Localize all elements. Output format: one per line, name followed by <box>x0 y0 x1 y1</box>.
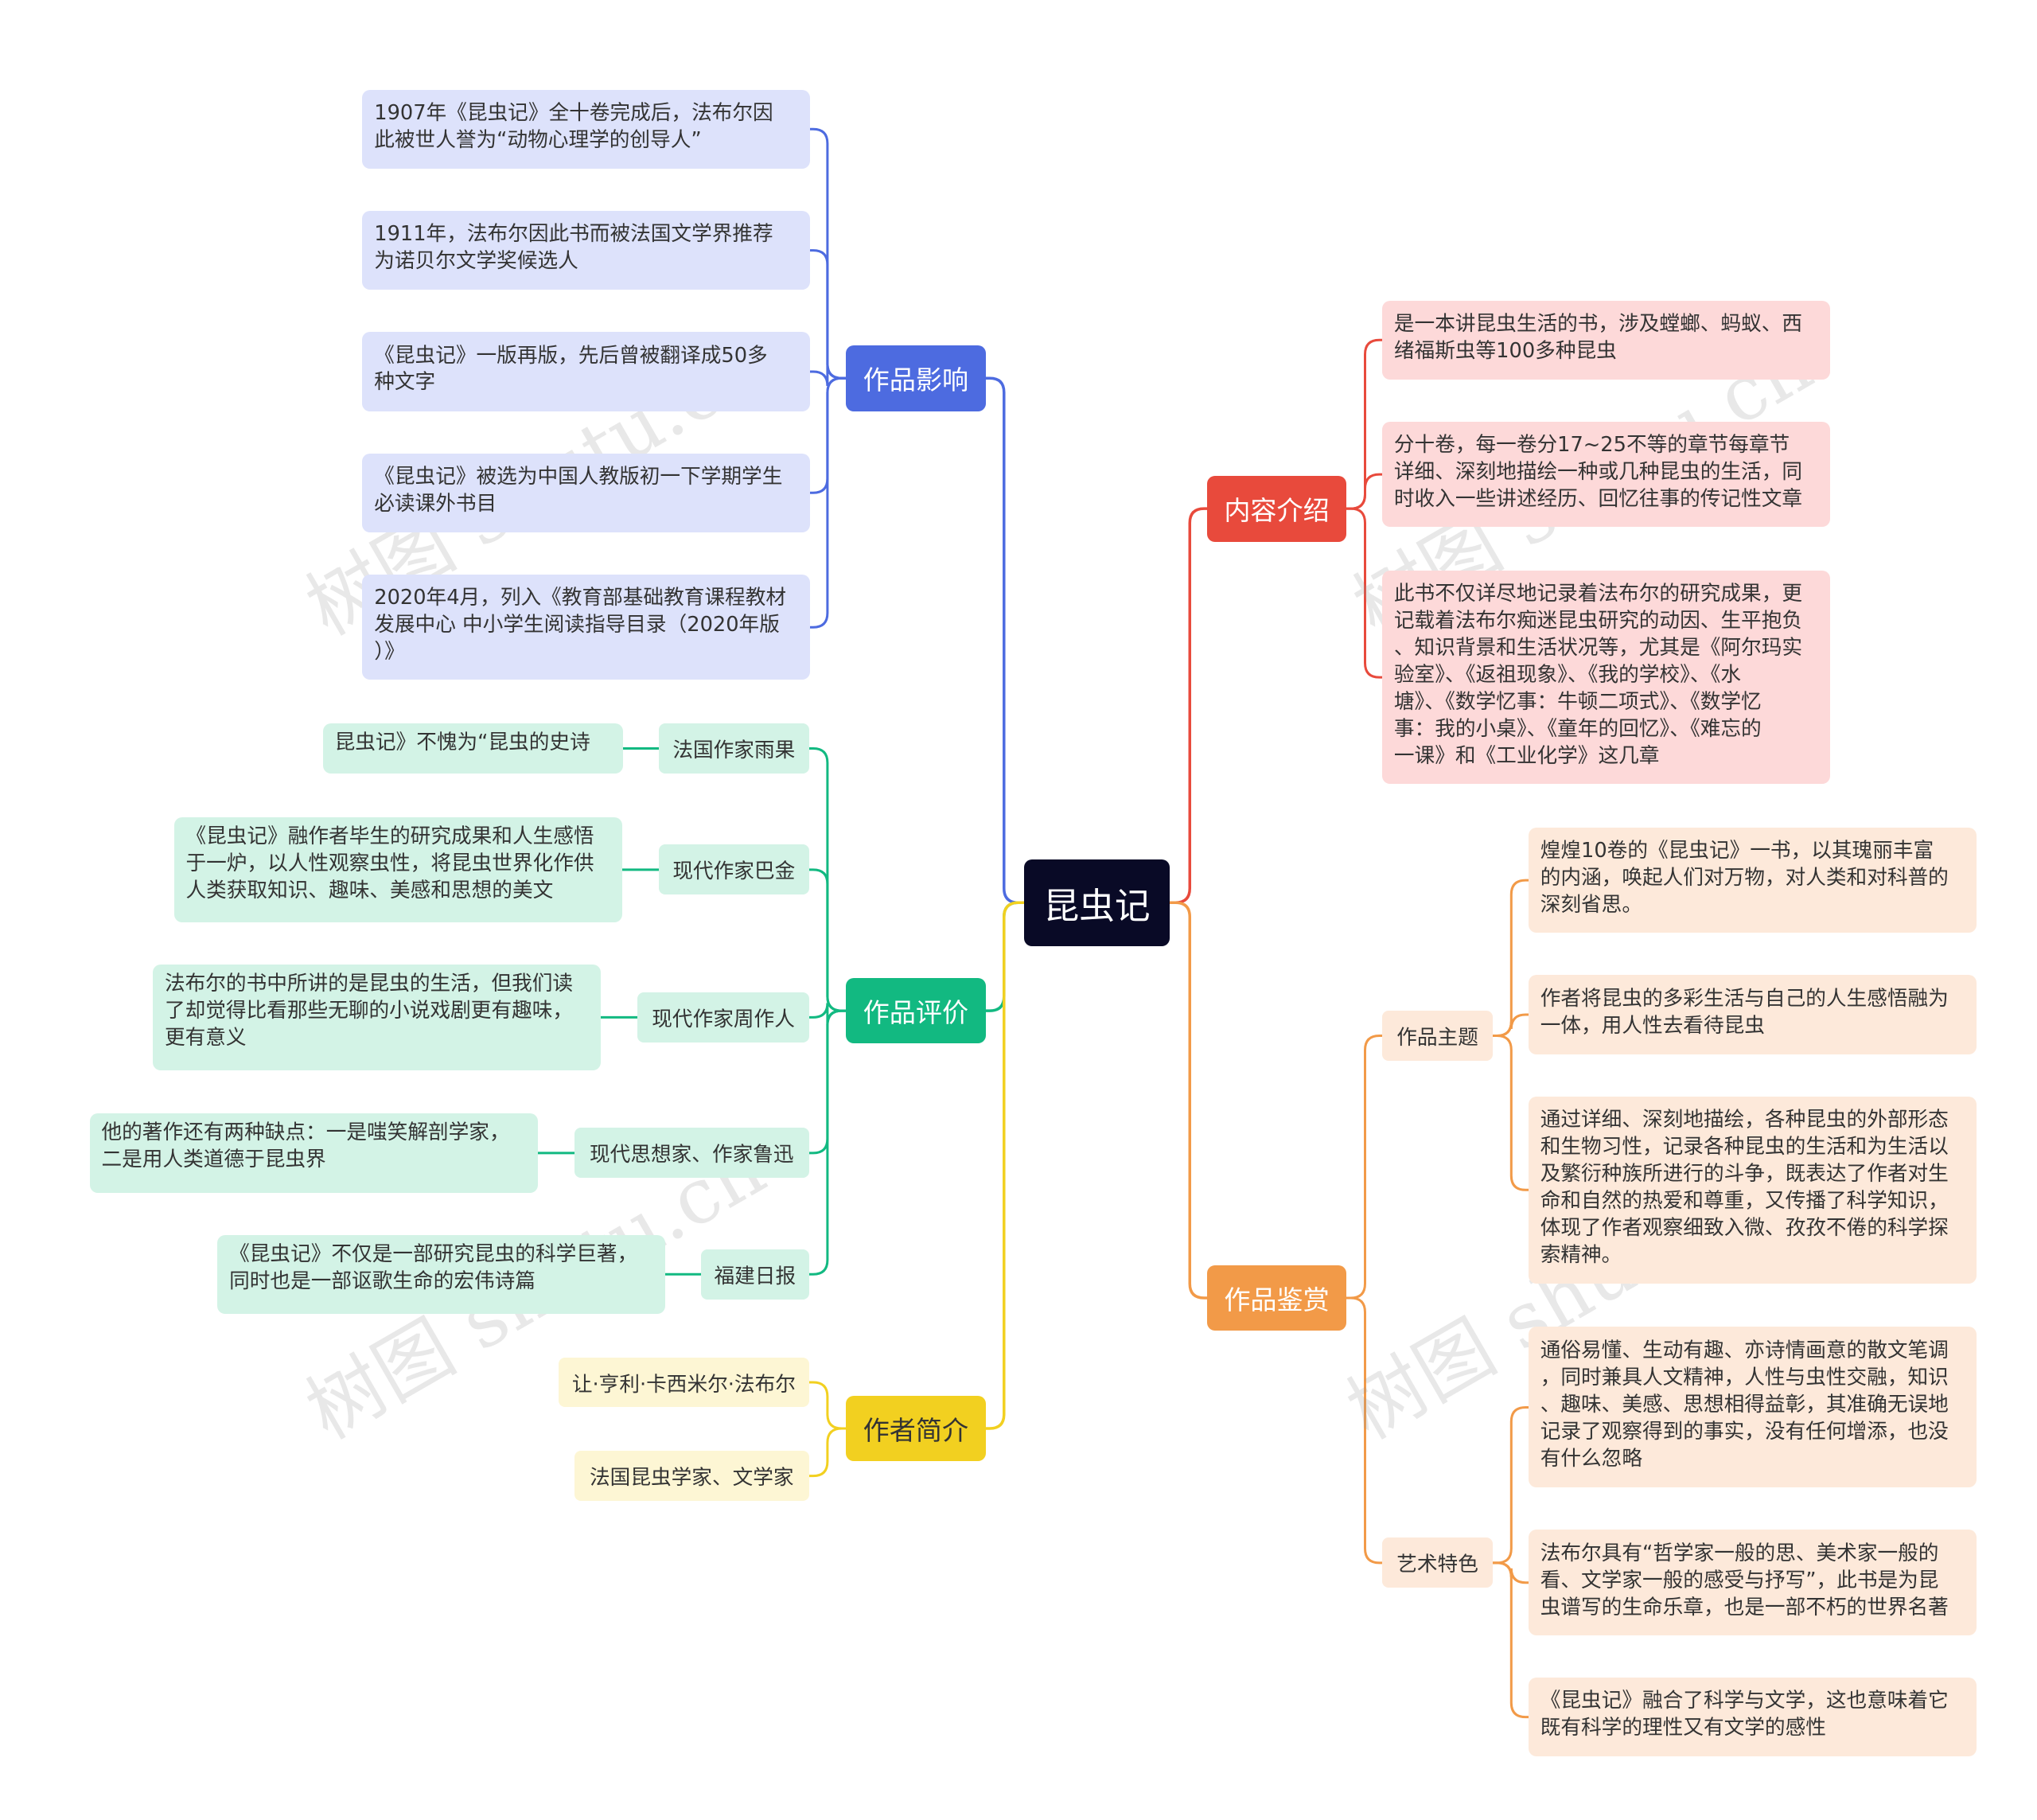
link-review-source <box>808 868 847 1012</box>
link-content-item <box>1345 473 1384 510</box>
link-impact-item <box>808 376 847 629</box>
branch-review[interactable]: 作品评价 <box>846 977 986 1044</box>
review-quote[interactable]: 昆虫记》不愧为“昆虫的史诗 <box>322 723 624 774</box>
link-author-item <box>808 1427 847 1478</box>
review-source[interactable]: 现代思想家、作家鲁迅 <box>574 1128 809 1179</box>
impact-item[interactable]: 2020年4月，列入《教育部基础教育课程教材 发展中心 中小学生阅读指导目录（2… <box>362 574 811 680</box>
sub-art[interactable]: 艺术特色 <box>1382 1537 1494 1588</box>
author-item[interactable]: 法国昆虫学家、文学家 <box>574 1451 809 1502</box>
link-content-item <box>1345 338 1384 510</box>
theme-item[interactable]: 煌煌10卷的《昆虫记》一书，以其瑰丽丰富 的内涵，唤起人们对万物，对人类和对科普… <box>1528 827 1977 933</box>
art-item[interactable]: 《昆虫记》融合了科学与文学，这也意味着它 既有科学的理性又有文学的感性 <box>1528 1677 1977 1757</box>
content-item[interactable]: 此书不仅详尽地记录着法布尔的研究成果，更 记载着法布尔痴迷昆虫研究的动因、生平抱… <box>1382 570 1831 785</box>
theme-item[interactable]: 通过详细、深刻地描绘，各种昆虫的外部形态 和生物习性，记录各种昆虫的生活和为生活… <box>1528 1096 1977 1284</box>
review-source[interactable]: 现代作家周作人 <box>637 992 809 1043</box>
root-topic[interactable]: 昆虫记 <box>1023 859 1170 946</box>
link-theme-item <box>1491 1013 1530 1038</box>
link-impact-item <box>808 249 847 380</box>
impact-item[interactable]: 1907年《昆虫记》全十卷完成后，法布尔因 此被世人誉为“动物心理学的创导人” <box>362 89 811 169</box>
sub-theme[interactable]: 作品主题 <box>1382 1011 1494 1061</box>
review-source[interactable]: 福建日报 <box>700 1249 809 1300</box>
link-theme-item <box>1491 879 1530 1038</box>
link-root-content <box>1168 507 1209 905</box>
impact-item[interactable]: 《昆虫记》一版再版，先后曾被翻译成50多 种文字 <box>362 332 811 411</box>
impact-item[interactable]: 1911年，法布尔因此书而被法国文学界推荐 为诺贝尔文学奖候选人 <box>362 210 811 290</box>
link-review-source <box>808 1009 847 1276</box>
review-source[interactable]: 法国作家雨果 <box>658 723 809 774</box>
link-root-appreciation <box>1168 901 1209 1300</box>
link-impact-item <box>808 364 847 387</box>
link-author-item <box>808 1381 847 1430</box>
art-item[interactable]: 通俗易懂、生动有趣、亦诗情画意的散文笔调 ，同时兼具人文精神，人性与虫性交融，知… <box>1528 1327 1977 1488</box>
review-quote[interactable]: 《昆虫记》融作者毕生的研究成果和人生感悟 于一炉，以人性观察虫性，将昆虫世界化作… <box>173 816 622 923</box>
review-quote[interactable]: 法布尔的书中所讲的是昆虫的生活，但我们读 了却觉得比看那些无聊的小说戏剧更有趣味… <box>153 965 602 1070</box>
theme-item[interactable]: 作者将昆虫的多彩生活与自己的人生感悟融为 一体，用人性去看待昆虫 <box>1528 975 1977 1054</box>
author-item[interactable]: 让·亨利·卡西米尔·法布尔 <box>559 1357 809 1408</box>
branch-author[interactable]: 作者简介 <box>846 1395 986 1462</box>
review-quote[interactable]: 《昆虫记》不仅是一部研究昆虫的科学巨著， 同时也是一部讴歌生命的宏伟诗篇 <box>217 1234 666 1314</box>
review-source[interactable]: 现代作家巴金 <box>658 844 809 895</box>
art-item[interactable]: 法布尔具有“哲学家一般的思、美术家一般的 看、文学家一般的感受与抒写”，此书是为… <box>1528 1530 1977 1635</box>
link-root-author <box>983 901 1026 1430</box>
link-content-item <box>1345 507 1384 679</box>
content-item[interactable]: 是一本讲昆虫生活的书，涉及螳螂、蚂蚁、西 绪福斯虫等100多种昆虫 <box>1382 300 1831 380</box>
link-root-impact <box>983 376 1026 905</box>
link-appreciation-sub <box>1345 1035 1384 1300</box>
impact-item[interactable]: 《昆虫记》被选为中国人教版初一下学期学生 必读课外书目 <box>362 453 811 532</box>
branch-impact[interactable]: 作品影响 <box>846 345 986 411</box>
link-art-item <box>1491 1561 1530 1719</box>
link-appreciation-sub <box>1345 1296 1384 1565</box>
branch-appreciation[interactable]: 作品鉴赏 <box>1206 1265 1347 1331</box>
content-item[interactable]: 分十卷，每一卷分17~25不等的章节每章节 详细、深刻地描绘一种或几种昆虫的生活… <box>1382 421 1831 528</box>
review-quote[interactable]: 他的著作还有两种缺点：一是嗤笑解剖学家， 二是用人类道德于昆虫界 <box>89 1113 538 1193</box>
link-theme-item <box>1491 1035 1530 1191</box>
link-art-item <box>1491 1405 1530 1565</box>
branch-content[interactable]: 内容介绍 <box>1206 475 1347 542</box>
